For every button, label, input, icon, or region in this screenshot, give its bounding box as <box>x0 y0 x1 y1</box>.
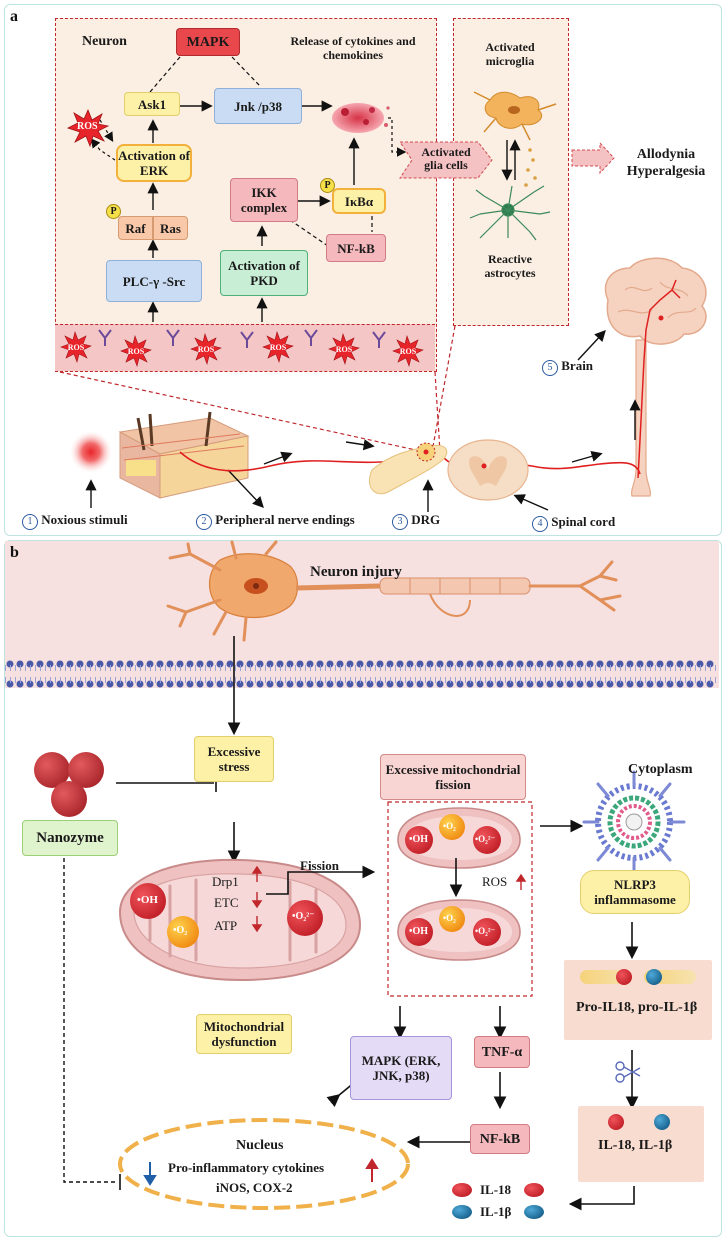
step-2-number: 2 <box>196 514 212 530</box>
nlrp3-box: NLRP3 inflammasome <box>580 870 690 914</box>
step-1-label: 1 Noxious stimuli <box>22 512 128 530</box>
step-2-text: Peripheral nerve endings <box>215 512 355 527</box>
mito-dysfunction-box: Mitochondrial dysfunction <box>196 1014 292 1054</box>
cytokine-cluster-icon <box>332 103 390 133</box>
panel-a-label: a <box>10 8 18 25</box>
ros-label: ROS <box>77 121 98 132</box>
ask1-box: Ask1 <box>124 92 180 116</box>
step-5-text: Brain <box>561 358 594 373</box>
ros-fission-label: ROS <box>482 874 508 889</box>
activated-glia-label: Activated glia cells <box>421 145 471 172</box>
il1b-label: IL-1β <box>480 1204 512 1219</box>
outcome-arrow <box>571 141 615 175</box>
step-3-text: DRG <box>411 512 441 527</box>
etc-label: ETC <box>214 895 239 910</box>
svg-text:ROS: ROS <box>128 347 145 356</box>
il18-label: IL-18 <box>480 1182 512 1197</box>
inflammasome-icon <box>582 770 686 874</box>
release-text: Release of cytokines and chemokines <box>290 34 416 62</box>
step-3-label: 3 DRG <box>392 512 440 530</box>
neuron-title: Neuron <box>82 34 127 49</box>
o2-label: •O₂ <box>173 925 188 936</box>
ikk-box: IKK complex <box>230 178 298 222</box>
phospho-icon-2: P <box>320 178 335 193</box>
step-4-label: 4 Spinal cord <box>532 514 615 532</box>
oh-label-3: •OH <box>409 926 429 937</box>
pkd-box: Activation of PKD <box>220 250 308 296</box>
step-4-text: Spinal cord <box>551 514 616 529</box>
drg-icon <box>368 442 448 495</box>
svg-text:ROS: ROS <box>270 343 287 352</box>
nfkb-b-box: NF-kB <box>470 1124 530 1154</box>
brain-icon <box>604 257 707 497</box>
pro-il-label: Pro-IL18, pro-IL-1β <box>576 1000 698 1015</box>
step-1-text: Noxious stimuli <box>41 512 128 527</box>
mitochondrion-large-icon <box>118 858 362 982</box>
ros-star-icon <box>66 108 110 148</box>
jnk-box: Jnk /p38 <box>214 88 302 124</box>
phospho-icon: P <box>106 204 121 219</box>
ras-box: Ras <box>153 216 188 240</box>
fission-box <box>387 801 533 997</box>
membrane-bilayer <box>5 660 719 688</box>
excessive-stress-box: Excessive stress <box>194 736 274 782</box>
spinal-cord-icon <box>447 439 529 501</box>
fission-label: Fission <box>300 858 340 873</box>
tnfa-box: TNF-α <box>474 1036 530 1068</box>
step-5-number: 5 <box>542 360 558 376</box>
mapk-box: MAPK <box>176 28 240 56</box>
step-3-number: 3 <box>392 514 408 530</box>
ikba-box: IκBα <box>332 188 386 214</box>
il-pair-label: IL-18, IL-1β <box>598 1138 673 1153</box>
step-5-label: 5 Brain <box>542 358 593 376</box>
astrocyte-icon <box>469 185 551 241</box>
oh-label: •OH <box>137 894 158 906</box>
o2-label-3: •O₂ <box>443 913 456 923</box>
drp1-label: Drp1 <box>212 874 239 889</box>
nanozyme-box: Nanozyme <box>22 820 118 856</box>
step-1-number: 1 <box>22 514 38 530</box>
inos-label: iNOS, COX-2 <box>216 1180 293 1195</box>
nucleus-icon <box>118 1118 410 1210</box>
step-4-number: 4 <box>532 516 548 532</box>
o2m-label-2: •O₂²⁻ <box>475 834 496 844</box>
mito-fission-box: Excessive mitochondrial fission <box>380 754 526 800</box>
microglia-icon <box>473 91 557 141</box>
nucleus-label: Nucleus <box>236 1138 284 1153</box>
reactive-astrocytes-label: Reactive astrocytes <box>484 252 536 280</box>
oh-label-2: •OH <box>409 834 429 845</box>
nfkb-box: NF-kB <box>326 234 386 262</box>
neuron-cell-icon <box>166 540 622 642</box>
outcome-label: Allodynia Hyperalgesia <box>626 147 706 179</box>
mapk-b-box: MAPK (ERK, JNK, p38) <box>350 1036 452 1100</box>
svg-text:ROS: ROS <box>68 343 85 352</box>
neuron-injury-label: Neuron injury <box>310 564 402 580</box>
svg-text:ROS: ROS <box>400 347 417 356</box>
membrane-ros-row: ROS ROS ROS ROS ROS ROS <box>60 329 424 368</box>
svg-text:ROS: ROS <box>198 345 215 354</box>
svg-text:ROS: ROS <box>336 345 353 354</box>
membrane-band <box>55 324 435 371</box>
nanozyme-icon <box>34 752 104 817</box>
panel-b-graphics <box>5 540 719 1219</box>
pro-inflam-label: Pro-inflammatory cytokines <box>168 1160 325 1175</box>
noxious-stimulus-icon <box>69 430 113 474</box>
raf-box: Raf <box>118 216 153 240</box>
atp-label: ATP <box>214 918 238 933</box>
panel-b-label: b <box>10 544 19 561</box>
activated-glia-arrow <box>399 141 493 179</box>
activation-erk-box: Activation of ERK <box>116 144 192 182</box>
panel-a-graphics <box>59 56 707 512</box>
o2-label-2: •O₂ <box>443 821 456 831</box>
plc-box: PLC-γ -Src <box>106 260 202 302</box>
step-2-label: 2 Peripheral nerve endings <box>196 512 355 530</box>
activated-microglia-label: Activated microglia <box>485 40 535 68</box>
scissors-icon <box>615 1061 641 1083</box>
cytoplasm-label: Cytoplasm <box>628 762 693 777</box>
o2m-label: •O₂²⁻ <box>292 911 315 922</box>
o2m-label-3: •O₂²⁻ <box>475 926 496 936</box>
